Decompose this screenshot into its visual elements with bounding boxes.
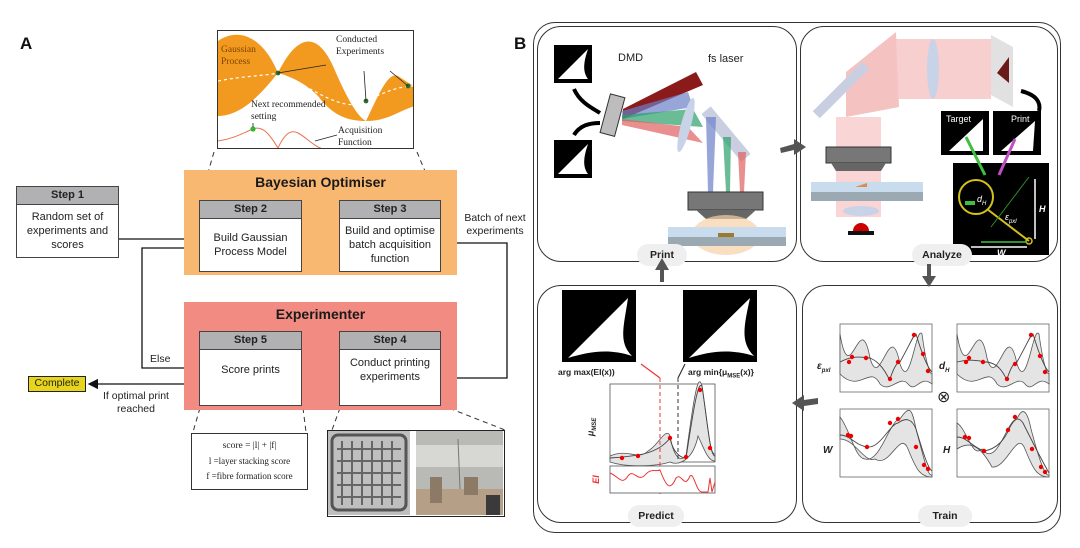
width-label: W (997, 248, 1006, 258)
height-label: H (1039, 204, 1046, 214)
train-epsilon-label: εpxl (817, 361, 831, 374)
step-5-header: Step 5 (200, 332, 301, 350)
step-1-box[interactable]: Step 1 Random set of experiments and sco… (16, 186, 119, 258)
batch-of-next-experiments-label: Batch of next experiments (464, 212, 526, 237)
optimal-print-label: If optimal print reached (103, 390, 169, 415)
gp-mean-line (218, 72, 413, 106)
fibre-formation-photo (416, 431, 503, 515)
arrow-print-to-analyze (780, 139, 806, 155)
experiment-point (363, 98, 369, 104)
argmax-ei-label: arg max(EI(x)) (558, 367, 615, 377)
complete-box[interactable]: Complete (28, 376, 86, 392)
callout-line (363, 70, 367, 102)
predict-stage-label[interactable]: Predict (628, 505, 684, 527)
step-4-header: Step 4 (340, 332, 440, 350)
train-plot-w (839, 408, 933, 478)
layer-stack-micrograph (328, 431, 410, 515)
epsilon-pxl-label: εpxl (1005, 212, 1017, 225)
dh-label: dH (977, 194, 987, 207)
train-plot-epsilon (839, 323, 933, 393)
print-thumb-label: Print (1011, 114, 1030, 124)
dmd-label: DMD (618, 52, 644, 64)
analyze-stage-label[interactable]: Analyze (912, 244, 972, 266)
panel-a-label: A (20, 34, 33, 53)
score-formula-box: score = |l| + |f| l =layer stacking scor… (191, 433, 308, 490)
arrow-step3-to-step4 (440, 242, 508, 384)
print-stage: DMD fs laser (537, 26, 797, 262)
target-label: Target (946, 114, 972, 124)
panel-b-label: B (514, 34, 527, 53)
train-plots (839, 323, 1050, 478)
score-f-definition: f =fibre formation score (206, 471, 293, 481)
next-setting-point (250, 126, 256, 132)
print-stage-label[interactable]: Print (637, 244, 687, 266)
step-4-body: Conduct printing experiments (349, 357, 431, 383)
arrow-predict-to-print (655, 258, 669, 282)
arrow-else-loop (141, 242, 199, 369)
train-h-label: H (943, 445, 951, 456)
step-2-box[interactable]: Step 2 Build Gaussian Process Model (199, 200, 302, 272)
step-3-box[interactable]: Step 3 Build and optimise batch acquisit… (339, 200, 441, 272)
cycle-frame (533, 22, 1061, 533)
experimenter-title: Experimenter (275, 306, 366, 322)
step-2-header: Step 2 (200, 201, 301, 219)
predict-plots (562, 290, 757, 496)
analyze-stage: Target Print dH εpxl H W (800, 26, 1058, 262)
else-label: Else (150, 353, 171, 365)
step-3-body: Build and optimise batch acquisition fun… (345, 225, 435, 265)
score-formula: score = |l| + |f| (222, 441, 277, 451)
bayesian-optimiser-title: Bayesian Optimiser (255, 174, 386, 190)
print-optics-illustration (554, 45, 786, 255)
step-1-body: Random set of experiments and scores (26, 211, 109, 251)
step-4-box[interactable]: Step 4 Conduct printing experiments (339, 331, 441, 406)
train-stage: εpxl dH W H ⊗ (802, 285, 1058, 523)
fs-laser-label: fs laser (708, 53, 744, 65)
train-w-label: W (823, 445, 833, 456)
print-photos (327, 430, 505, 517)
callout-line (314, 134, 338, 142)
arrow-analyze-to-train (922, 264, 936, 287)
predict-stage: arg max(EI(x)) arg min{μMSE(x)} μMSE EI (537, 285, 797, 523)
score-l-definition: l =layer stacking score (208, 456, 291, 466)
acquisition-curve (218, 127, 322, 148)
argmin-mu-label: arg min{μMSE(x)} (688, 367, 754, 380)
arrow-train-to-predict (792, 395, 818, 411)
train-plot-dh (956, 323, 1050, 393)
analyze-optics-illustration (811, 32, 1049, 255)
product-symbol: ⊗ (937, 389, 951, 406)
train-dh-label: dH (939, 361, 950, 374)
step-5-box[interactable]: Step 5 Score prints (199, 331, 302, 406)
gp-confidence-band (218, 34, 413, 121)
callout-line (389, 70, 409, 87)
train-plot-h (956, 408, 1050, 478)
step-5-body: Score prints (221, 364, 280, 376)
train-stage-label[interactable]: Train (918, 505, 972, 527)
step-1-header: Step 1 (17, 187, 118, 205)
gp-plot (218, 34, 413, 148)
callout-line (277, 64, 327, 74)
step-3-header: Step 3 (340, 201, 440, 219)
step-2-body: Build Gaussian Process Model (213, 232, 288, 258)
